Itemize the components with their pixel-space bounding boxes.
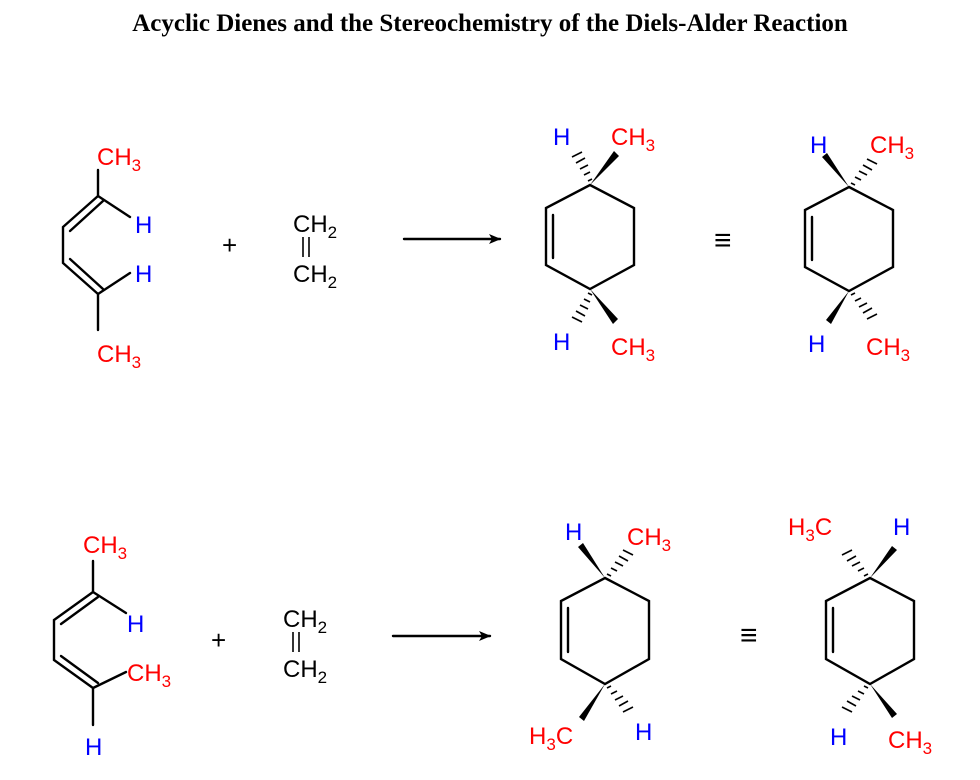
methyl-label: CH3 xyxy=(97,341,141,372)
methylene-label: CH2 xyxy=(283,656,327,687)
methylene-label: CH2 xyxy=(293,211,337,242)
equivalent-sign: ≡ xyxy=(714,224,732,257)
hydrogen-label: H xyxy=(553,329,570,356)
reaction-2: CH3 H CH3 H + CH2 CH2 xyxy=(52,514,932,761)
page-title: Acyclic Dienes and the Stereochemistry o… xyxy=(132,10,848,37)
hydrogen-label: H xyxy=(135,212,152,239)
hydrogen-label: H xyxy=(127,611,144,638)
plus-sign: + xyxy=(211,625,226,655)
ethylene: CH2 CH2 xyxy=(293,211,337,292)
methyl-label: CH3 xyxy=(127,660,171,691)
cyclohexene-product-equivalent: H CH3 H CH3 xyxy=(803,132,914,365)
hydrogen-label: H xyxy=(565,519,582,546)
hydrogen-label: H xyxy=(635,719,652,746)
methyl-label: CH3 xyxy=(611,334,655,365)
methyl-label: CH3 xyxy=(97,144,141,175)
diene-cis-trans: CH3 H CH3 H xyxy=(52,532,171,761)
hydrogen-label: H xyxy=(553,124,570,151)
hydrogen-label: H xyxy=(893,514,910,541)
equivalent-sign: ≡ xyxy=(740,619,758,652)
methyl-label: CH3 xyxy=(888,727,932,758)
hydrogen-label: H xyxy=(135,261,152,288)
hydrogen-label: H xyxy=(810,132,827,159)
reaction-1: CH3 H H CH3 + CH2 CH2 xyxy=(61,124,914,372)
methylene-label: CH2 xyxy=(293,261,337,292)
ethylene: CH2 CH2 xyxy=(283,606,327,687)
cyclohexene-product: H CH3 H3C H xyxy=(529,519,671,754)
methyl-label: CH3 xyxy=(870,132,914,163)
hydrogen-label: H xyxy=(808,331,825,358)
methyl-label: CH3 xyxy=(611,124,655,155)
cyclohexene-product: H CH3 H CH3 xyxy=(544,124,655,365)
hydrogen-label: H xyxy=(85,734,102,761)
diene-trans-trans: CH3 H H CH3 xyxy=(61,144,152,372)
methylene-label: CH2 xyxy=(283,606,327,637)
methyl-label: H3C xyxy=(788,514,832,545)
hydrogen-label: H xyxy=(830,724,847,751)
methyl-label: CH3 xyxy=(866,334,910,365)
methyl-label: H3C xyxy=(529,723,573,754)
methyl-label: CH3 xyxy=(83,532,127,563)
plus-sign: + xyxy=(222,230,237,260)
methyl-label: CH3 xyxy=(627,524,671,555)
cyclohexene-product-equivalent: H3C H H CH3 xyxy=(788,514,932,758)
